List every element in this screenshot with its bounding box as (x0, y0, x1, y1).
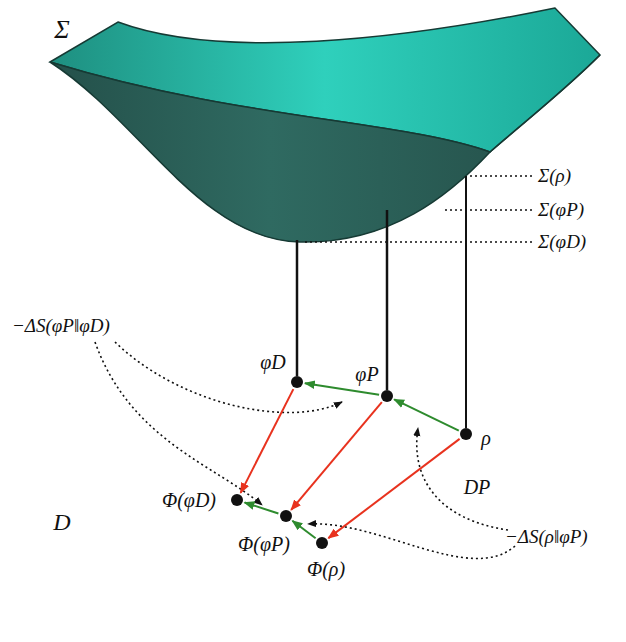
surface-rim (490, 55, 600, 152)
math-label: D (53, 509, 70, 535)
projection-arrow (394, 399, 459, 430)
image-point: Φ(φP) (280, 510, 292, 522)
leader-line (305, 241, 533, 243)
surface-front (50, 62, 490, 242)
entropy-pointer (95, 342, 262, 505)
math-label: φP (355, 363, 378, 385)
plane-region: D DP ρ φD φP Φ(φD) Φ(φP) Φ(ρ) (8, 338, 604, 640)
plane-outline (10, 340, 600, 638)
entropy-label: −ΔS(ρ‖φP) (505, 527, 588, 548)
entropy-pointer (115, 342, 342, 413)
math-label: φD (260, 351, 286, 373)
leader-line (445, 209, 533, 211)
surface-name: Σ (54, 16, 69, 45)
map-arrow (241, 389, 294, 493)
map-arrow (328, 439, 459, 538)
image-point: Φ(φD) (231, 494, 243, 506)
state-point: φD (291, 376, 303, 388)
math-label: Φ(ρ) (307, 558, 345, 580)
map-arrow (291, 402, 382, 510)
entropy-pointer (417, 428, 508, 530)
math-label: ρ (481, 427, 491, 449)
leader-line (470, 175, 533, 177)
projection-arrow (245, 502, 279, 513)
projection-line (386, 210, 389, 390)
surface-value: Σ(φD) (538, 232, 586, 253)
math-label: DP (464, 476, 491, 498)
math-label: Φ(φP) (238, 533, 290, 555)
plane-shape (8, 338, 604, 640)
math-label: Φ(φD) (162, 489, 216, 511)
projection-arrow (292, 521, 315, 538)
image-point: Φ(ρ) (316, 537, 328, 549)
subset-region: DP ρ (370, 355, 520, 555)
entropy-label: −ΔS(φP‖φD) (12, 316, 110, 337)
subset-shape (370, 355, 520, 555)
surface-value: Σ(ρ) (538, 166, 571, 187)
surface-value: Σ(φP) (538, 200, 584, 221)
state-point: φP (381, 390, 393, 402)
projection-line (296, 240, 299, 376)
state-point: ρ (460, 428, 472, 440)
projection-line (465, 176, 467, 428)
subset-outline (371, 356, 519, 554)
